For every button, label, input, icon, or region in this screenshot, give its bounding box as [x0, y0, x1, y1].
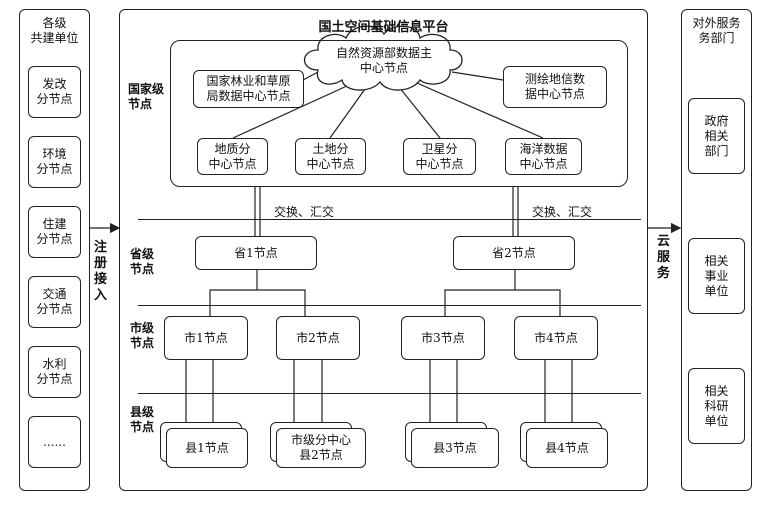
left-item-more: ......	[28, 416, 81, 468]
forestry-node: 国家林业和草原 局数据中心节点	[193, 70, 304, 108]
province-level-label: 省级 节点	[130, 247, 155, 276]
exchange-label-left: 交换、汇交	[274, 205, 335, 219]
county-3-node: 县3节点	[411, 428, 499, 468]
right-panel-title: 对外服务 务部门	[692, 16, 741, 45]
county-2-node: 市级分中心 县2节点	[276, 428, 366, 468]
national-panel	[170, 40, 628, 187]
platform-frame	[119, 9, 648, 491]
platform-title: 国土空间基础信息平台	[318, 20, 449, 35]
city-level-label: 市级 节点	[130, 321, 155, 350]
left-arrow-label: 注 册 接 入	[94, 240, 108, 303]
cloud-node-label: 自然资源部数据主 中心节点	[335, 46, 432, 75]
city-county-divider	[138, 393, 641, 395]
left-item-jiaotong: 交通 分节点	[28, 276, 81, 328]
left-panel-title: 各级 共建单位	[30, 16, 79, 45]
right-arrow-label: 云 服 务	[657, 234, 671, 281]
ocean-data-center-node: 海洋数据 中心节点	[505, 138, 582, 175]
left-item-fagai: 发改 分节点	[28, 66, 81, 118]
exchange-label-right: 交换、汇交	[532, 205, 593, 219]
left-item-huanjing: 环境 分节点	[28, 136, 81, 188]
city-3-node: 市3节点	[401, 316, 485, 360]
right-item-institutions: 相关 事业 单位	[688, 238, 745, 314]
county-level-label: 县级 节点	[130, 405, 155, 434]
satellite-subcenter-node: 卫星分 中心节点	[403, 138, 476, 175]
city-2-node: 市2节点	[276, 316, 360, 360]
left-item-zhujian: 住建 分节点	[28, 206, 81, 258]
county-1-node: 县1节点	[166, 428, 248, 468]
province-1-node: 省1节点	[195, 236, 317, 270]
national-level-label: 国家级 节点	[128, 82, 165, 111]
province-2-node: 省2节点	[453, 236, 575, 270]
survey-node: 测绘地信数 据中心节点	[503, 66, 607, 108]
land-subcenter-node: 土地分 中心节点	[295, 138, 366, 175]
city-4-node: 市4节点	[514, 316, 598, 360]
right-item-government: 政府 相关 部门	[688, 98, 745, 174]
city-1-node: 市1节点	[164, 316, 248, 360]
province-city-divider	[138, 305, 641, 307]
right-item-research: 相关 科研 单位	[688, 368, 745, 444]
national-province-divider	[138, 219, 641, 221]
county-4-node: 县4节点	[526, 428, 608, 468]
cloud-shape	[303, 25, 463, 91]
geology-subcenter-node: 地质分 中心节点	[197, 138, 268, 175]
left-item-shuili: 水利 分节点	[28, 346, 81, 398]
